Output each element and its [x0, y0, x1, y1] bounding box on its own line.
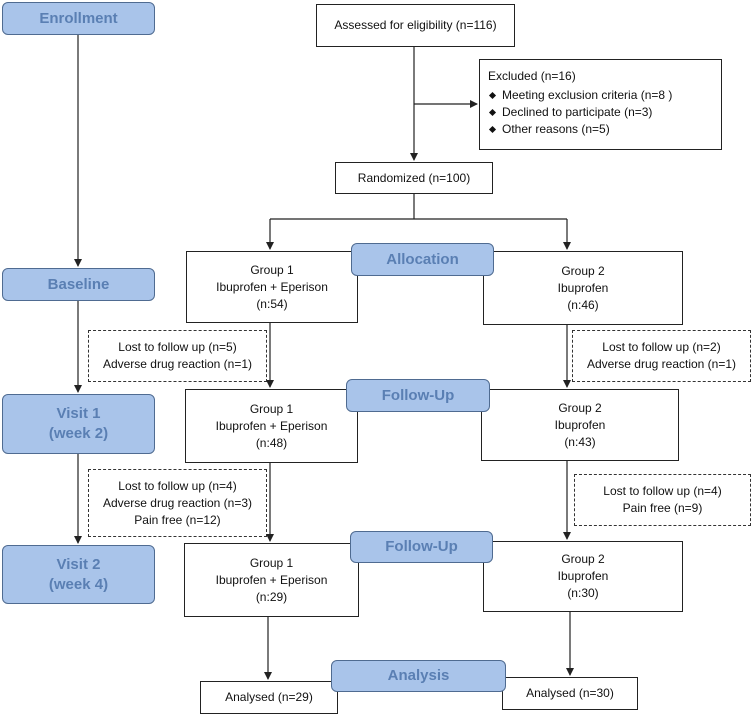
lost2-group2-box: Lost to follow up (n=4) Pain free (n=9): [574, 474, 751, 526]
lost1-g1-line: Lost to follow up (n=5): [118, 340, 237, 354]
lost2-g2-line: Lost to follow up (n=4): [603, 484, 722, 498]
stage-followup-1-label: Follow-Up: [381, 386, 455, 404]
lost2-group1-box: Lost to follow up (n=4) Adverse drug rea…: [88, 469, 267, 537]
randomized-text: Randomized (n=100): [357, 170, 471, 185]
analysed-g2-text: Analysed (n=30): [526, 686, 614, 700]
lost1-group1-box: Lost to follow up (n=5) Adverse drug rea…: [88, 330, 267, 382]
alloc-g1-name: Group 1: [250, 262, 294, 277]
fu1-g2-treatment: Ibuprofen: [554, 417, 606, 432]
stage-visit2: Visit 2 (week 4): [2, 545, 155, 604]
lost1-g2-line: Lost to follow up (n=2): [602, 340, 721, 354]
fu1-g2-count: (n:43): [564, 434, 596, 449]
stage-analysis: Analysis: [331, 660, 506, 692]
stage-baseline-label: Baseline: [47, 275, 110, 293]
alloc-g2-name: Group 2: [561, 263, 605, 278]
stage-followup-1: Follow-Up: [346, 379, 490, 412]
randomized-box: Randomized (n=100): [335, 162, 493, 194]
stage-enrollment: Enrollment: [2, 2, 155, 35]
alloc-g2-count: (n:46): [567, 297, 599, 312]
lost2-g1-line: Adverse drug reaction (n=3): [102, 495, 253, 510]
stage-allocation-label: Allocation: [386, 250, 459, 268]
alloc-group2-box: Group 2 Ibuprofen (n:46): [483, 251, 683, 325]
fu2-g2-count: (n:30): [567, 586, 599, 600]
stage-visit1-line1: Visit 1: [56, 405, 101, 422]
excluded-title: Excluded (n=16): [488, 69, 576, 83]
excluded-box: Excluded (n=16) Meeting exclusion criter…: [479, 59, 722, 150]
excluded-item: Declined to participate (n=3): [488, 104, 672, 121]
excluded-item: Other reasons (n=5): [488, 121, 672, 138]
lost2-g1-line: Pain free (n=12): [134, 512, 221, 527]
analysed-group2-box: Analysed (n=30): [502, 677, 638, 710]
stage-followup-2: Follow-Up: [350, 531, 493, 563]
assessed-box: Assessed for eligibility (n=116): [316, 4, 515, 47]
stage-followup-2-label: Follow-Up: [385, 538, 458, 555]
analysed-g1-text: Analysed (n=29): [225, 690, 313, 704]
fu2-g2-name: Group 2: [561, 552, 605, 566]
lost2-g2-line: Pain free (n=9): [622, 501, 703, 515]
stage-visit2-line1: Visit 2: [56, 555, 101, 573]
analysed-group1-box: Analysed (n=29): [200, 681, 338, 714]
lost1-group2-box: Lost to follow up (n=2) Adverse drug rea…: [572, 330, 751, 382]
fu2-g2-treatment: Ibuprofen: [557, 569, 609, 583]
fu1-g1-name: Group 1: [249, 401, 294, 416]
stage-analysis-label: Analysis: [387, 667, 450, 684]
lost1-g2-line: Adverse drug reaction (n=1): [586, 357, 737, 371]
fu1-g1-treatment: Ibuprofen + Eperison: [215, 418, 328, 433]
fu1-g1-count: (n:48): [255, 435, 288, 450]
stage-visit1: Visit 1 (week 2): [2, 394, 155, 454]
fu1-g2-name: Group 2: [558, 400, 602, 415]
lost1-g1-line: Adverse drug reaction (n=1): [102, 357, 253, 371]
fu2-group1-box: Group 1 Ibuprofen + Eperison (n:29): [184, 543, 359, 617]
alloc-g1-treatment: Ibuprofen + Eperison: [216, 279, 328, 294]
stage-visit2-line2: (week 4): [48, 575, 109, 593]
fu1-group2-box: Group 2 Ibuprofen (n:43): [481, 389, 679, 461]
stage-allocation: Allocation: [351, 243, 494, 276]
stage-baseline: Baseline: [2, 268, 155, 301]
excluded-item: Meeting exclusion criteria (n=8 ): [488, 87, 672, 104]
fu2-g1-name: Group 1: [249, 555, 294, 570]
stage-visit1-line2: (week 2): [48, 425, 109, 442]
alloc-g1-count: (n:54): [256, 296, 288, 311]
lost2-g1-line: Lost to follow up (n=4): [118, 478, 237, 493]
assessed-text: Assessed for eligibility (n=116): [334, 18, 497, 32]
excluded-list: Meeting exclusion criteria (n=8 ) Declin…: [488, 87, 672, 138]
alloc-g2-treatment: Ibuprofen: [557, 280, 609, 295]
alloc-group1-box: Group 1 Ibuprofen + Eperison (n:54): [186, 251, 358, 323]
fu1-group1-box: Group 1 Ibuprofen + Eperison (n:48): [185, 389, 358, 463]
fu2-g1-treatment: Ibuprofen + Eperison: [215, 572, 328, 587]
fu2-group2-box: Group 2 Ibuprofen (n:30): [483, 541, 683, 612]
fu2-g1-count: (n:29): [255, 589, 288, 604]
stage-enrollment-label: Enrollment: [39, 9, 118, 27]
